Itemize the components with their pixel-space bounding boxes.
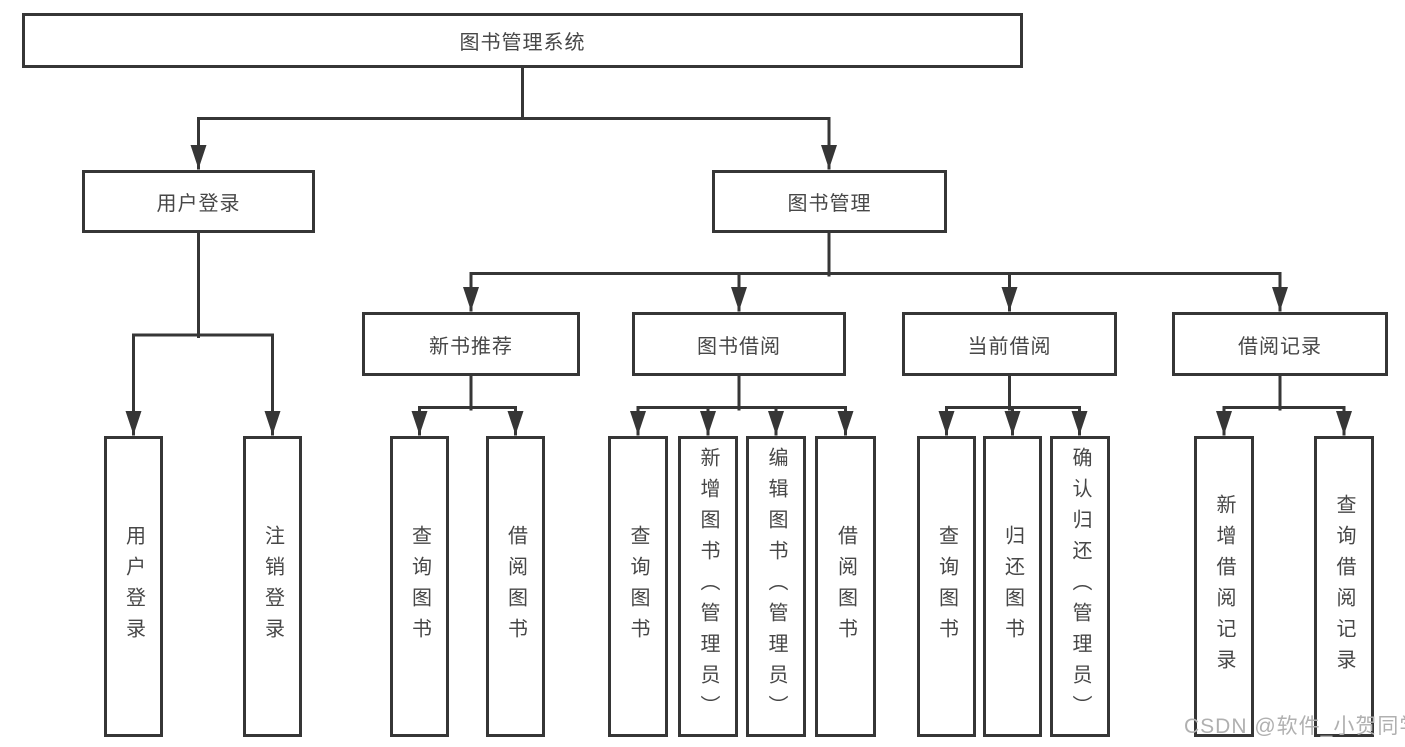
node-root-system: 图书管理系统: [22, 13, 1023, 68]
leaf-borrow-borrow: 借阅图书: [815, 436, 876, 737]
leaf-newbooks-query: 查询图书: [390, 436, 449, 737]
leaf-borrow-edit-admin: 编辑图书（管理员）: [746, 436, 806, 737]
node-book-borrow: 图书借阅: [632, 312, 846, 376]
leaf-newbooks-borrow: 借阅图书: [486, 436, 545, 737]
node-borrow-records: 借阅记录: [1172, 312, 1388, 376]
leaf-current-query: 查询图书: [917, 436, 976, 737]
leaf-records-add: 新增借阅记录: [1194, 436, 1254, 737]
leaf-records-query: 查询借阅记录: [1314, 436, 1374, 737]
leaf-user-login: 用户登录: [104, 436, 163, 737]
leaf-borrow-add-admin: 新增图书（管理员）: [678, 436, 738, 737]
leaf-current-return: 归还图书: [983, 436, 1042, 737]
node-book-management: 图书管理: [712, 170, 947, 233]
csdn-watermark: CSDN @软件_小贺同学: [1184, 715, 1405, 738]
leaf-current-confirm-admin: 确认归还（管理员）: [1050, 436, 1110, 737]
leaf-logout: 注销登录: [243, 436, 302, 737]
node-user-login: 用户登录: [82, 170, 315, 233]
node-new-book-recommend: 新书推荐: [362, 312, 580, 376]
node-current-borrow: 当前借阅: [902, 312, 1117, 376]
leaf-borrow-query: 查询图书: [608, 436, 668, 737]
